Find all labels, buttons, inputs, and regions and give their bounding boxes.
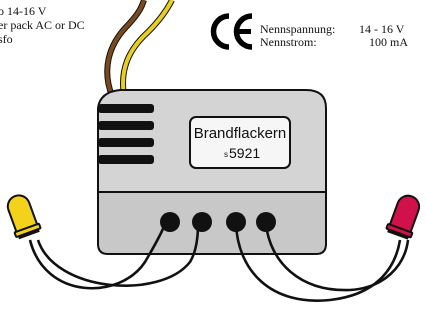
yellow-led-icon xyxy=(6,194,42,240)
brown-wire xyxy=(105,0,146,97)
product-name: Brandflackern xyxy=(194,125,287,142)
terminal-row xyxy=(160,212,276,232)
terminal-4 xyxy=(256,212,276,232)
red-led-icon xyxy=(385,194,421,240)
note-line-1: o 14-16 V xyxy=(0,4,47,18)
article-number: 5921 xyxy=(229,145,260,161)
left-led-wires xyxy=(28,223,200,290)
article-prefix: s xyxy=(224,150,228,159)
note-line-2: er pack AC or DC xyxy=(0,18,85,32)
spec-voltage-value: 14 - 16 V xyxy=(359,22,405,36)
terminal-1 xyxy=(160,212,180,232)
ce-mark-icon xyxy=(210,13,253,50)
spec-current-label: Nennstrom: xyxy=(260,35,317,49)
spec-voltage-label: Nennspannung: xyxy=(260,22,335,36)
spec-current-value: 100 mA xyxy=(369,35,408,49)
module-base xyxy=(97,187,327,255)
vent-slots-icon xyxy=(98,104,154,164)
terminal-3 xyxy=(226,212,246,232)
label-plate xyxy=(189,116,291,169)
right-led-wires xyxy=(234,223,410,302)
terminal-2 xyxy=(192,212,212,232)
yellow-wire xyxy=(121,0,174,97)
note-line-3: sfo xyxy=(0,32,13,46)
